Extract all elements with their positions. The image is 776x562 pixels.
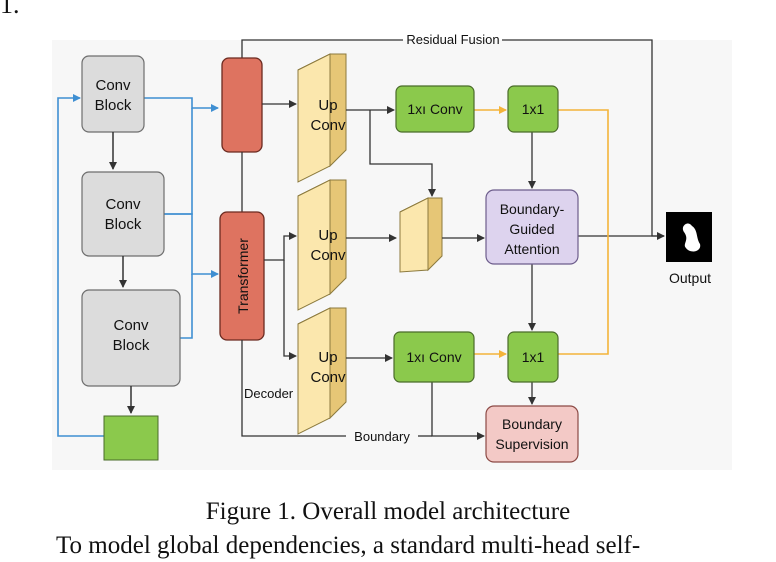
up-conv-3-label-a: Up xyxy=(318,349,337,366)
segmentation-shape-icon xyxy=(682,223,701,252)
decoder-arrows xyxy=(346,106,664,440)
conv-block-3: Conv Block xyxy=(81,289,181,387)
conv-block-2: Conv Block xyxy=(81,171,165,257)
encoder-bottleneck-block xyxy=(103,415,159,461)
head-1x1-bottom: 1x1 xyxy=(507,331,559,383)
conv-block-1-label-b: Block xyxy=(95,97,132,114)
boundary-supervision-label-a: Boundary xyxy=(502,416,562,432)
figure-caption: Figure 1. Overall model architecture xyxy=(205,498,571,525)
boundary-supervision-label-b: Supervision xyxy=(495,436,568,452)
conv-block-2-label-a: Conv xyxy=(105,196,141,213)
transformer-label: Transformer xyxy=(235,238,251,314)
page-fragment-top: 1. xyxy=(0,0,20,19)
up-conv-1: Up Conv xyxy=(297,53,347,183)
conv-block-3-label-b: Block xyxy=(113,337,150,354)
orange-output-arrows xyxy=(474,106,609,358)
up-conv-2-label-b: Conv xyxy=(310,247,346,264)
boundary-label: Boundary xyxy=(354,429,410,444)
conv-1x1-bottom-label: 1xı Conv xyxy=(406,349,461,365)
bga-label-b: Guided xyxy=(509,221,554,237)
head-1x1-bottom-label: 1x1 xyxy=(522,349,545,365)
head-1x1-top-label: 1x1 xyxy=(522,101,545,117)
up-conv-1-label-b: Conv xyxy=(310,117,346,134)
transformer-to-upconv-arrows xyxy=(262,100,297,360)
encoder-down-arrows xyxy=(109,132,135,414)
up-conv-2: Up Conv xyxy=(297,179,347,311)
up-conv-3: Up Conv xyxy=(297,307,347,435)
conv-block-1-label-a: Conv xyxy=(95,77,131,94)
conv-1x1-top: 1xı Conv xyxy=(395,85,475,133)
decoder-label: Decoder xyxy=(244,386,294,401)
body-text-line: To model global dependencies, a standard… xyxy=(56,532,641,559)
conv-block-1: Conv Block xyxy=(81,55,145,133)
conv-block-3-label-a: Conv xyxy=(113,317,149,334)
decoder-boundary-line xyxy=(241,340,432,437)
fused-feature-block xyxy=(399,197,443,273)
transformer-top-block xyxy=(221,57,263,153)
up-conv-1-label-a: Up xyxy=(318,97,337,114)
conv-block-2-label-b: Block xyxy=(105,216,142,233)
architecture-diagram: Conv Block Conv Block Conv Block Residua… xyxy=(57,32,712,463)
output-label: Output xyxy=(669,270,711,286)
boundary-guided-attention: Boundary- Guided Attention xyxy=(485,189,579,265)
conv-1x1-bottom: 1xı Conv xyxy=(393,331,475,383)
boundary-supervision: Boundary Supervision xyxy=(485,405,579,463)
conv-1x1-top-label: 1xı Conv xyxy=(407,101,462,117)
bga-label-c: Attention xyxy=(504,241,559,257)
bga-label-a: Boundary- xyxy=(500,201,565,217)
encoder-skip-arrows xyxy=(57,94,219,437)
up-conv-3-label-b: Conv xyxy=(310,369,346,386)
head-1x1-top: 1x1 xyxy=(507,85,559,133)
output-mask xyxy=(666,212,712,262)
up-conv-2-label-a: Up xyxy=(318,227,337,244)
residual-fusion-label: Residual Fusion xyxy=(406,32,499,47)
